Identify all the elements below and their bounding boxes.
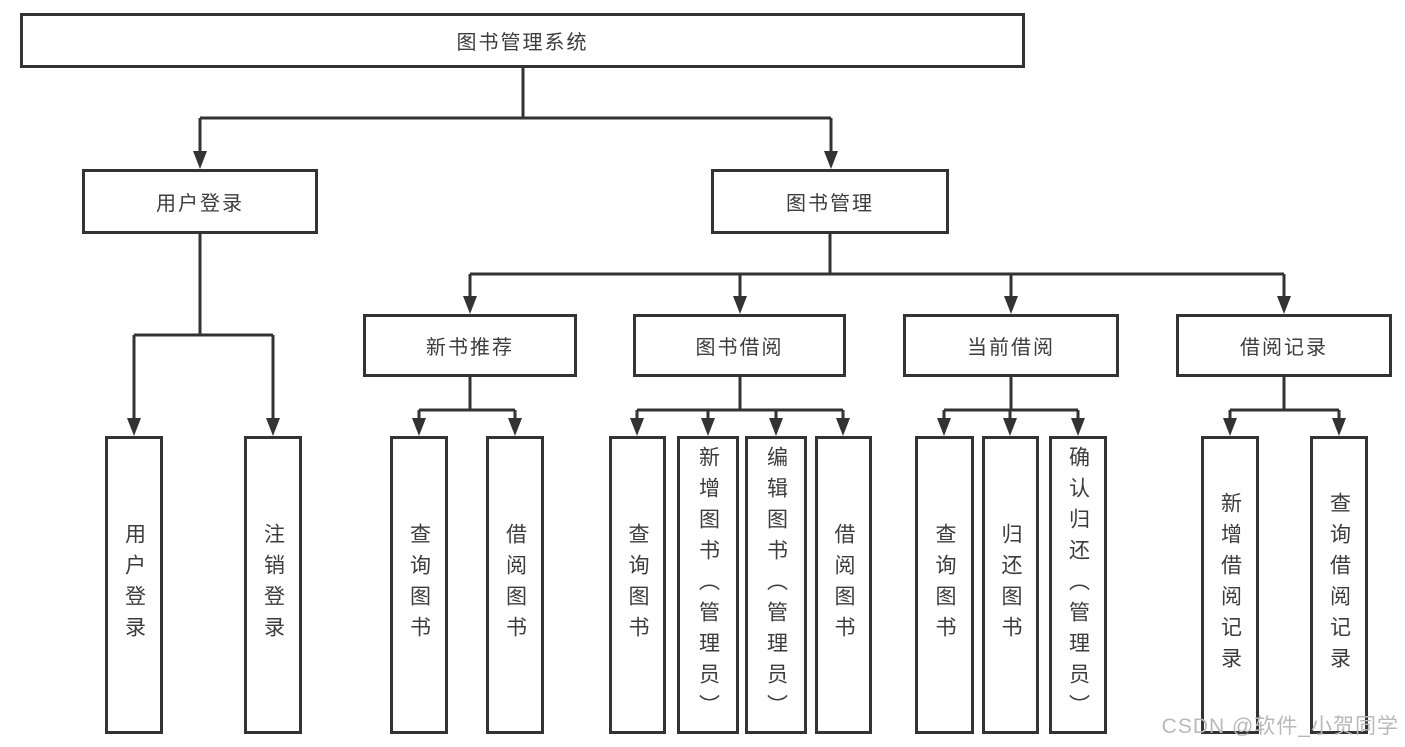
leaf-edit-books-admin-label: 编辑图书（管理员） [764,445,788,725]
connector-records-to-leaves [1228,377,1341,419]
leaf-query-books-current-label: 查询图书 [933,523,956,647]
node-library-system: 图书管理系统 [20,13,1025,68]
leaf-add-borrow-record-label: 新增借阅记录 [1218,492,1242,678]
connector-current-to-leaves [942,377,1080,419]
connector-newbook-to-leaves [417,377,517,419]
connector-bookmgmt-to-level3 [468,234,1286,297]
connector-userlogin-to-leaves [132,234,275,419]
leaf-add-books-admin-label: 新增图书（管理员） [696,445,720,725]
arrowhead-icon [127,418,141,436]
leaf-logout: 注销登录 [244,436,302,734]
arrowhead-icon [463,296,477,314]
node-borrowing-records-label: 借阅记录 [1240,337,1328,359]
arrowhead-icon [1277,296,1291,314]
node-book-management: 图书管理 [711,169,949,234]
leaf-query-books-borrow: 查询图书 [609,436,666,734]
leaf-user-login: 用户登录 [105,436,163,734]
leaf-borrow-books-recommend: 借阅图书 [486,436,544,734]
leaf-query-books-current: 查询图书 [915,436,974,734]
arrowhead-icon [769,418,783,436]
arrowhead-icon [937,418,951,436]
leaf-query-books-recommend: 查询图书 [390,436,448,734]
connector-borrow-to-leaves [635,377,845,419]
leaf-return-books-label: 归还图书 [999,523,1022,647]
arrowhead-icon [1223,418,1237,436]
leaf-query-borrow-record: 查询借阅记录 [1310,436,1368,734]
leaf-user-login-label: 用户登录 [122,523,146,647]
node-library-system-label: 图书管理系统 [456,32,589,54]
arrowhead-icon [1332,418,1346,436]
node-book-borrowing: 图书借阅 [633,314,846,377]
csdn-watermark: CSDN @软件_小贺同学 [1161,715,1399,738]
connector-root-to-level2 [198,68,833,153]
arrowhead-icon [508,418,522,436]
leaf-query-books-recommend-label: 查询图书 [407,523,431,647]
leaf-return-books: 归还图书 [982,436,1039,734]
leaf-query-books-borrow-label: 查询图书 [626,523,649,647]
node-borrowing-records: 借阅记录 [1176,314,1392,377]
leaf-borrow-books-label: 借阅图书 [832,523,855,647]
arrowhead-icon [193,151,207,169]
leaf-confirm-return-admin-label: 确认归还（管理员） [1066,445,1090,725]
node-new-book-recommendation-label: 新书推荐 [426,337,514,359]
node-book-management-label: 图书管理 [786,193,874,215]
arrowhead-icon [1003,418,1017,436]
leaf-add-borrow-record: 新增借阅记录 [1201,436,1259,734]
arrowhead-icon [701,418,715,436]
node-current-borrowing: 当前借阅 [903,314,1119,377]
leaf-add-books-admin: 新增图书（管理员） [677,436,739,734]
arrowhead-icon [630,418,644,436]
arrowhead-icon [824,151,838,169]
leaf-borrow-books-recommend-label: 借阅图书 [503,523,527,647]
arrowhead-icon [836,418,850,436]
leaf-edit-books-admin: 编辑图书（管理员） [745,436,807,734]
arrowhead-icon [412,418,426,436]
node-current-borrowing-label: 当前借阅 [967,337,1055,359]
node-new-book-recommendation: 新书推荐 [363,314,577,377]
leaf-confirm-return-admin: 确认归还（管理员） [1049,436,1107,734]
node-user-login: 用户登录 [82,169,318,234]
arrowhead-icon [1071,418,1085,436]
leaf-query-borrow-record-label: 查询借阅记录 [1327,492,1351,678]
node-user-login-label: 用户登录 [156,193,244,215]
arrowhead-icon [266,418,280,436]
arrowhead-icon [733,296,747,314]
leaf-borrow-books: 借阅图书 [815,436,872,734]
leaf-logout-label: 注销登录 [261,523,285,647]
arrowhead-icon [1004,296,1018,314]
node-book-borrowing-label: 图书借阅 [695,337,784,359]
